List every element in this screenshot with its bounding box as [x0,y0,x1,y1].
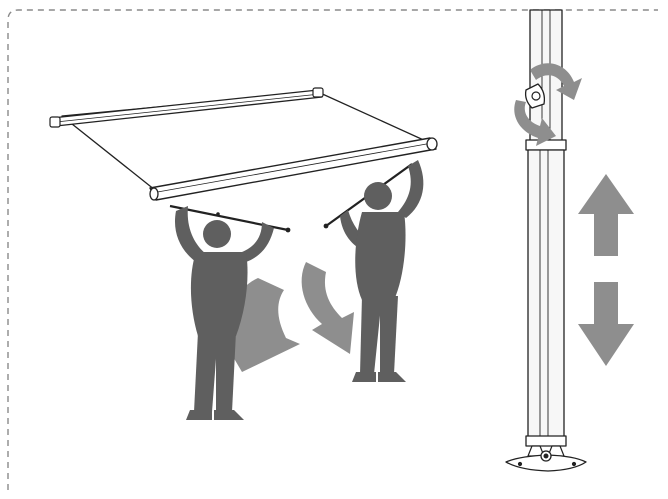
person-silhouette-icon [323,160,424,382]
base-plate [505,454,587,472]
dashed-frame [7,9,658,490]
person-silhouette-icon [169,204,291,420]
pull-arrow-right [301,262,354,354]
arrow-up [578,174,634,256]
rotate-knob-arrows-icon [514,63,582,146]
up-down-arrows-icon [578,174,634,366]
telescopic-pole-icon [505,9,587,472]
arrow-down [578,282,634,366]
retractable-awning-icon [49,87,438,201]
